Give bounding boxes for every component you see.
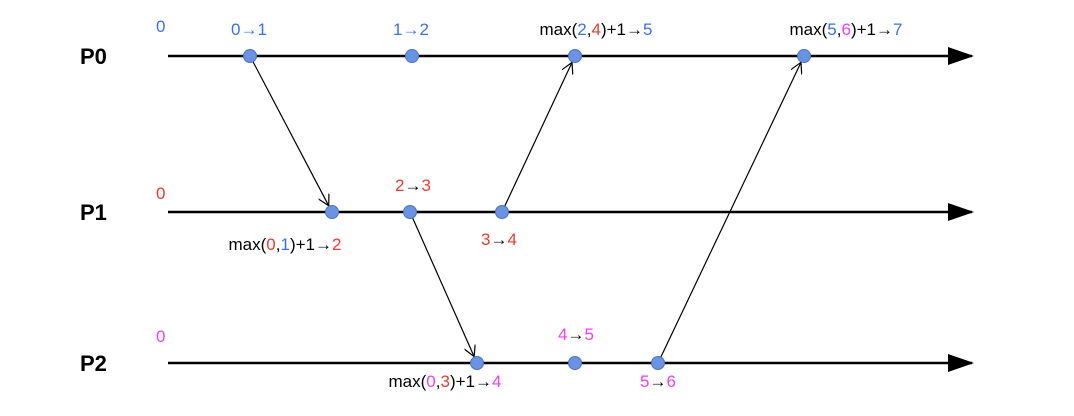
event-label-segment: 5 <box>640 372 649 391</box>
event-node-p1e1 <box>325 205 339 219</box>
message-p1e3-to-p0e3 <box>503 62 572 207</box>
message-p2e3-to-p0e4 <box>660 62 801 358</box>
event-label-segment: , <box>436 372 441 391</box>
event-label-segment: 2 <box>395 176 404 195</box>
event-label-segment: → <box>241 20 258 39</box>
event-label-p1e2: 2→3 <box>395 176 431 195</box>
event-node-p0e4 <box>797 49 811 63</box>
event-node-p0e2 <box>405 49 419 63</box>
event-label-segment: → <box>491 230 508 249</box>
event-label-segment: 3 <box>481 230 490 249</box>
event-node-p0e3 <box>568 49 582 63</box>
message-p0e1-to-p1e1 <box>252 61 329 205</box>
event-label-p2e1: max(0,3)+1→4 <box>389 372 502 391</box>
event-label-p0e4: max(5,6)+1→7 <box>790 20 903 39</box>
event-label-segment: 4 <box>592 20 601 39</box>
event-node-p0e1 <box>243 49 257 63</box>
event-label-segment: → <box>403 20 420 39</box>
event-node-p2e1 <box>470 356 484 370</box>
initial-clock-p0: 0 <box>156 17 165 36</box>
event-label-segment: → <box>568 325 585 344</box>
event-label-segment: 7 <box>893 20 902 39</box>
message-arrows <box>252 61 801 358</box>
event-label-segment: 4 <box>492 372 501 391</box>
event-label-segment: 0 <box>266 235 275 254</box>
event-nodes <box>243 49 811 370</box>
event-label-segment: 5 <box>827 20 836 39</box>
event-label-p2e3: 5→6 <box>640 372 676 391</box>
event-label-segment: 3 <box>422 176 431 195</box>
event-label-segment: → <box>405 176 422 195</box>
event-label-segment: )+1 <box>450 372 475 391</box>
event-label-segment: 3 <box>441 372 450 391</box>
process-name-p2: P2 <box>80 351 107 376</box>
event-label-segment: 5 <box>643 20 652 39</box>
event-label-segment: → <box>650 372 667 391</box>
event-label-segment: max( <box>389 372 427 391</box>
event-label-segment: , <box>587 20 592 39</box>
event-label-segment: → <box>626 20 643 39</box>
event-label-segment: max( <box>229 235 267 254</box>
event-label-p1e3: 3→4 <box>481 230 517 249</box>
event-label-segment: 1 <box>258 20 267 39</box>
event-label-segment: 1 <box>281 235 290 254</box>
event-label-segment: 5 <box>585 325 594 344</box>
event-label-segment: 2 <box>420 20 429 39</box>
event-label-p1e1: max(0,1)+1→2 <box>229 235 342 254</box>
initial-clock-p1: 0 <box>156 184 165 203</box>
event-label-segment: )+1 <box>851 20 876 39</box>
event-label-segment: 4 <box>508 230 517 249</box>
event-label-segment: 2 <box>577 20 586 39</box>
event-label-p2e2: 4→5 <box>558 325 594 344</box>
event-node-p1e3 <box>495 205 509 219</box>
event-label-segment: , <box>276 235 281 254</box>
process-name-p0: P0 <box>80 44 107 69</box>
initial-clock-p2: 0 <box>156 327 165 346</box>
event-label-p0e1: 0→1 <box>231 20 267 39</box>
event-label-segment: 0 <box>231 20 240 39</box>
event-label-segment: → <box>315 235 332 254</box>
event-label-segment: )+1 <box>290 235 315 254</box>
event-label-segment: → <box>876 20 893 39</box>
event-node-p1e2 <box>403 205 417 219</box>
event-label-segment: 1 <box>393 20 402 39</box>
event-label-segment: 4 <box>558 325 567 344</box>
event-label-p0e3: max(2,4)+1→5 <box>540 20 653 39</box>
message-p1e2-to-p2e1 <box>411 217 474 356</box>
event-label-segment: 6 <box>667 372 676 391</box>
event-node-p2e2 <box>568 356 582 370</box>
event-label-segment: max( <box>790 20 828 39</box>
event-label-segment: 2 <box>332 235 341 254</box>
event-label-p0e2: 1→2 <box>393 20 429 39</box>
event-label-segment: 6 <box>842 20 851 39</box>
event-label-segment: 0 <box>426 372 435 391</box>
event-label-segment: )+1 <box>601 20 626 39</box>
event-node-p2e3 <box>651 356 665 370</box>
process-name-p1: P1 <box>80 200 107 225</box>
event-label-segment: , <box>837 20 842 39</box>
event-label-segment: max( <box>540 20 578 39</box>
event-label-segment: → <box>475 372 492 391</box>
